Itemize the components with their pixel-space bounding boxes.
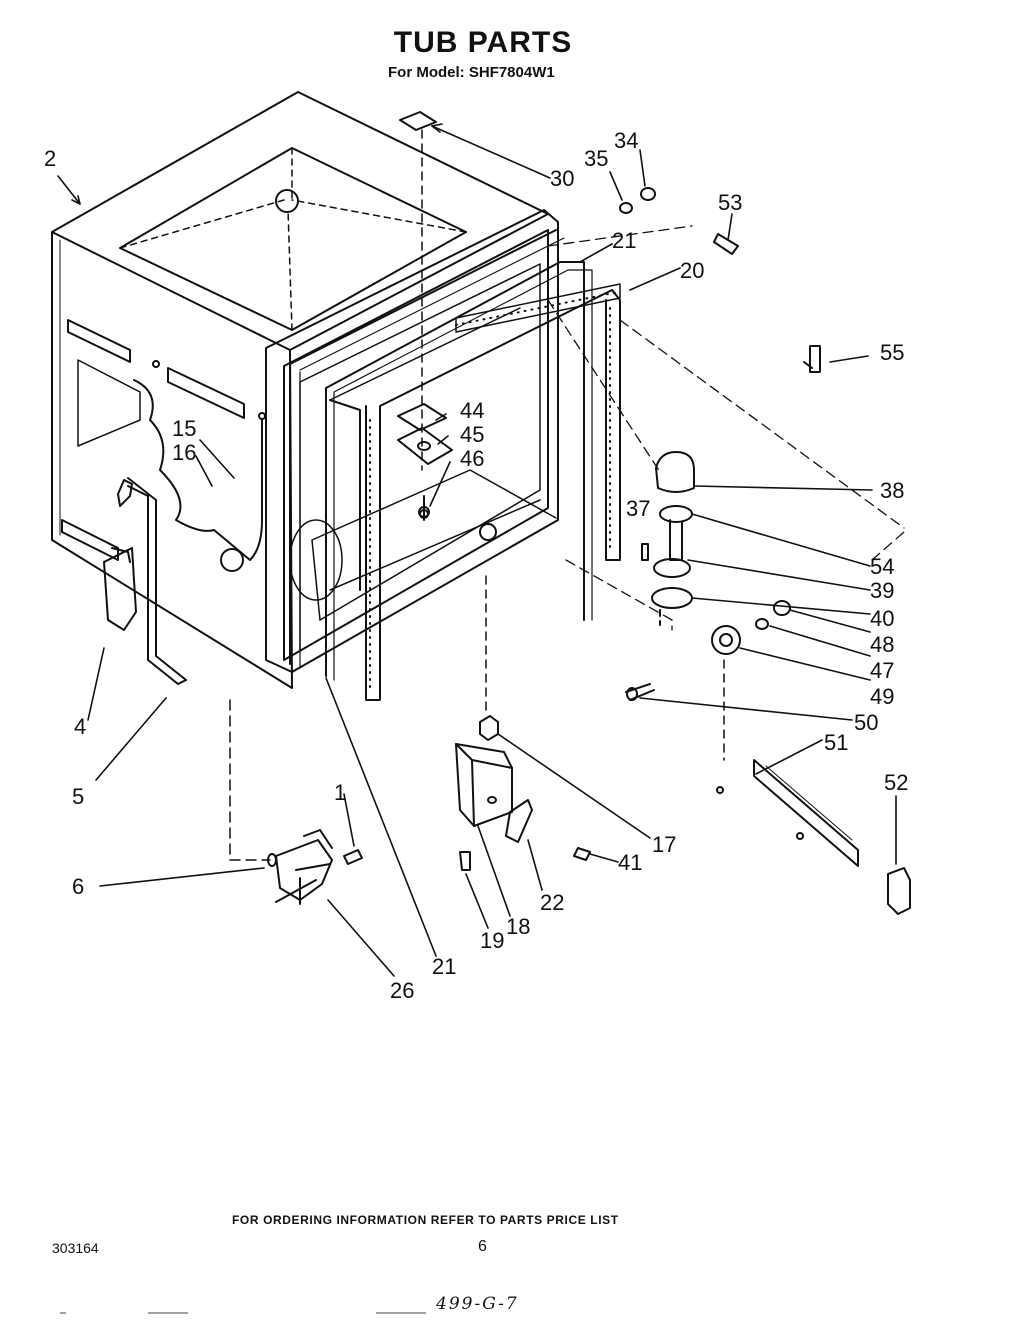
page-number: 6 (478, 1238, 487, 1255)
callout-label: 48 (870, 632, 894, 657)
callout-label: 22 (540, 890, 564, 915)
valve-hose-assembly (103, 477, 363, 905)
callout-label: 55 (880, 340, 904, 365)
callout-label: 45 (460, 422, 484, 447)
handwritten-note: 499-G-7 (436, 1294, 519, 1314)
lower-bracket-assembly (455, 575, 591, 871)
callout-label: 17 (652, 832, 676, 857)
callout-label: 34 (614, 128, 638, 153)
callout-label: 16 (172, 440, 196, 465)
door-gaskets (289, 229, 621, 701)
callout-label: 5 (72, 784, 84, 809)
callout-label: 2 (44, 146, 56, 171)
callout-label: 4 (74, 714, 86, 739)
callout-label: 52 (884, 770, 908, 795)
page-title: TUB PARTS (393, 26, 573, 59)
callout-label: 40 (870, 606, 894, 631)
callout-label: 15 (172, 416, 196, 441)
callout-label: 39 (870, 578, 894, 603)
callout-label: 47 (870, 658, 894, 683)
callout-label: 21 (432, 954, 456, 979)
tub-body (51, 91, 559, 689)
callout-label: 19 (480, 928, 504, 953)
callout-label: 30 (550, 166, 574, 191)
callout-label: 50 (854, 710, 878, 735)
callout-label: 21 (612, 228, 636, 253)
callout-label: 53 (718, 190, 742, 215)
callout-label: 38 (880, 478, 904, 503)
callout-labels: 2 30 35 34 53 21 20 55 44 45 46 15 16 38… (44, 128, 908, 1003)
leader-arrows (57, 123, 897, 977)
callout-label: 54 (870, 554, 894, 579)
callout-label: 1 (334, 780, 346, 805)
ordering-note: FOR ORDERING INFORMATION REFER TO PARTS … (232, 1213, 619, 1227)
callout-label: 37 (626, 496, 650, 521)
document-number: 303164 (52, 1240, 99, 1256)
callout-label: 41 (618, 850, 642, 875)
model-subtitle: For Model: SHF7804W1 (388, 64, 555, 81)
callout-label: 20 (680, 258, 704, 283)
callout-label: 18 (506, 914, 530, 939)
callout-label: 44 (460, 398, 484, 423)
callout-label: 49 (870, 684, 894, 709)
right-side-parts (547, 187, 911, 915)
callout-label: 6 (72, 874, 84, 899)
spray-parts (397, 111, 453, 521)
callout-label: 46 (460, 446, 484, 471)
callout-label: 26 (390, 978, 414, 1003)
callout-label: 35 (584, 146, 608, 171)
callout-label: 51 (824, 730, 848, 755)
